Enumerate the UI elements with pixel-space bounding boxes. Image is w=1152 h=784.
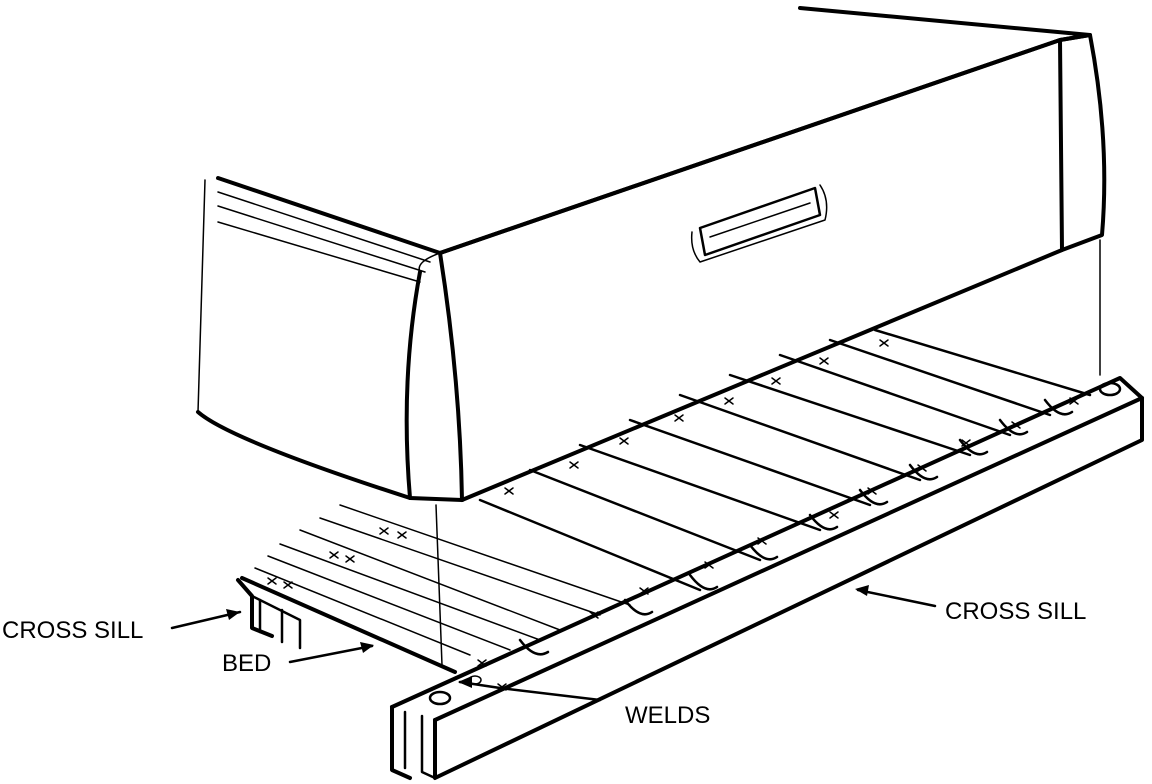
weld-marks <box>267 339 1079 691</box>
callout-cross-sill-right: CROSS SILL <box>855 585 1086 625</box>
callout-welds: WELDS <box>458 676 710 729</box>
door-handle <box>690 184 828 263</box>
bed-slats <box>240 328 1092 691</box>
label-welds: WELDS <box>625 702 710 729</box>
cross-sill-rear <box>236 578 302 650</box>
callout-bed: BED <box>222 642 374 677</box>
cab-body <box>196 6 1107 666</box>
cross-sill-front <box>390 376 1144 780</box>
label-cross-sill-right: CROSS SILL <box>945 598 1086 625</box>
callout-cross-sill-left: CROSS SILL <box>2 609 242 644</box>
label-bed: BED <box>222 650 271 677</box>
label-cross-sill-left: CROSS SILL <box>2 617 143 644</box>
